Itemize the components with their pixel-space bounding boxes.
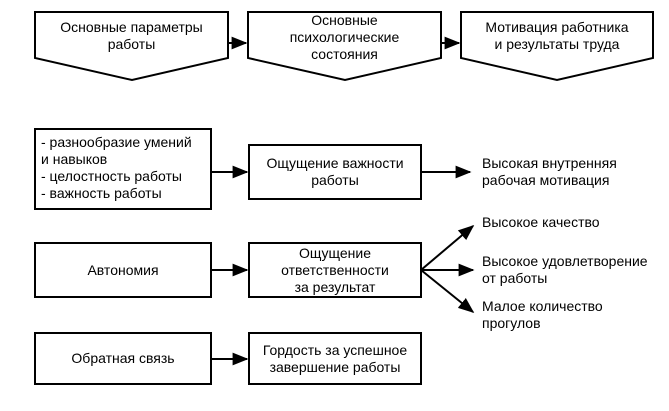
box-skills-list bbox=[34, 128, 212, 210]
header-label-states: Основные психологические состояния bbox=[289, 11, 400, 62]
box-feedback bbox=[34, 332, 212, 385]
header-label-parameters: Основные параметры работы bbox=[60, 19, 203, 52]
skills-list-item: - разнообразие умений и навыков bbox=[41, 134, 192, 167]
box-importance bbox=[248, 144, 422, 200]
quality-outcome: Высокое качество bbox=[482, 213, 600, 230]
arrow-to-absence bbox=[420, 269, 475, 314]
autonomy-label: Автономия bbox=[87, 261, 159, 278]
skills-list: - разнообразие умений и навыков - целост… bbox=[41, 134, 209, 202]
skills-list-item: - важность работы bbox=[41, 185, 162, 201]
box-pride bbox=[248, 332, 422, 385]
box-autonomy bbox=[34, 242, 212, 298]
absence-outcome: Малое количество прогулов bbox=[482, 298, 603, 331]
feedback-label: Обратная связь bbox=[71, 350, 175, 366]
responsibility-label: Ощущение ответственности за результат bbox=[281, 244, 389, 295]
header-box-motivation bbox=[460, 11, 654, 82]
header-box-states bbox=[247, 11, 442, 82]
box-responsibility bbox=[248, 242, 422, 298]
motivation-outcome: Высокая внутренняя рабочая мотивация bbox=[482, 155, 617, 188]
header-box-parameters bbox=[34, 11, 229, 82]
header-label-motivation: Мотивация работника и результаты труда bbox=[485, 19, 629, 52]
satisfaction-outcome: Высокое удовлетворение от работы bbox=[482, 253, 648, 286]
skills-list-item: - целостность работы bbox=[41, 168, 182, 184]
pride-label: Гордость за успешное завершение работы bbox=[262, 341, 408, 375]
importance-label: Ощущение важности работы bbox=[266, 155, 404, 188]
arrow-to-quality bbox=[420, 224, 475, 271]
